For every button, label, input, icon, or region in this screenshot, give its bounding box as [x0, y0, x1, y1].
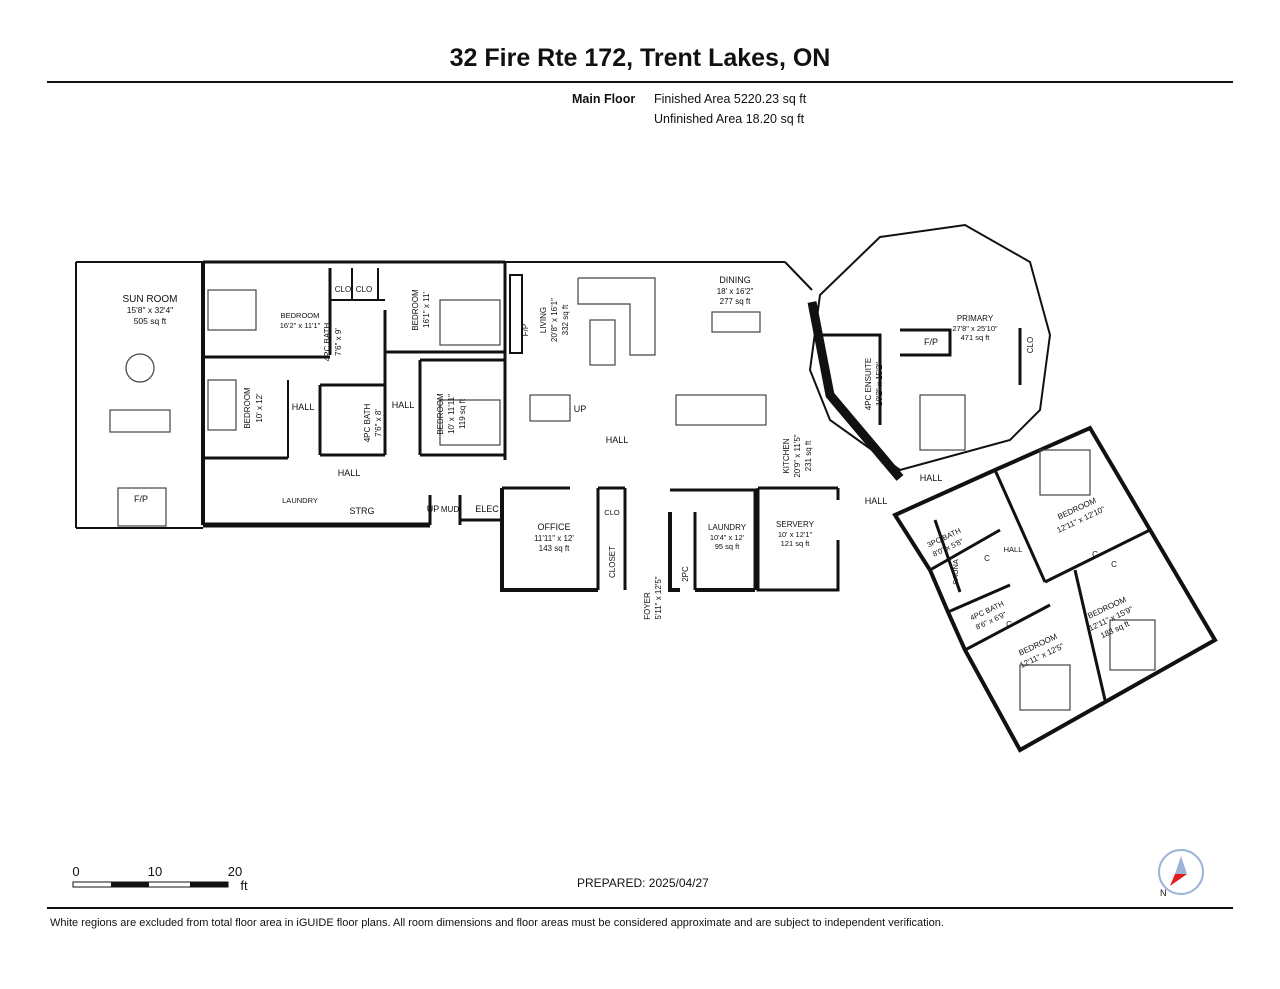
- bedroom-16-dims: 16'1" x 11': [422, 292, 431, 328]
- primary-dims: 27'8" x 25'10": [952, 324, 998, 333]
- bedroom-mid-dims: 10' x 12': [255, 393, 264, 423]
- sauna-label: SAUNA: [951, 559, 960, 585]
- office-dims: 11'11" x 12': [534, 534, 574, 543]
- twopc-label: 2PC: [681, 566, 690, 582]
- hall-e-label: HALL: [865, 496, 888, 506]
- ensuite-dims: 10'2" x 15'2": [875, 362, 884, 406]
- scale-unit: ft: [240, 878, 248, 893]
- sun-room-dims: 15'8" x 32'4": [127, 305, 174, 315]
- scale-label-0: 0: [72, 864, 79, 879]
- dining-dims: 18' x 16'2": [717, 287, 754, 296]
- closet-label: CLOSET: [608, 546, 617, 578]
- prepared-date: PREPARED: 2025/04/27: [577, 876, 709, 890]
- storage-label: STRG: [349, 506, 374, 516]
- primary-fireplace-label: F/P: [924, 337, 938, 347]
- ensuite-label: 4PC ENSUITE: [864, 358, 873, 410]
- foyer-label: FOYER: [643, 592, 652, 620]
- bedroom-10-area: 119 sq ft: [458, 398, 467, 429]
- dining-area: 277 sq ft: [720, 297, 751, 306]
- bath-4pc-b-dims: 7'6" x 8': [374, 409, 383, 437]
- up-b-label: UP: [574, 404, 587, 414]
- primary-area: 471 sq ft: [961, 333, 991, 342]
- living-fireplace-label: F/P: [521, 324, 530, 336]
- bedroom-nw-label: BEDROOM: [281, 311, 320, 320]
- scale-bar: [72, 881, 229, 888]
- hall-g-label: HALL: [1004, 545, 1023, 554]
- living-area: 332 sq ft: [561, 304, 570, 335]
- header-divider: [47, 81, 1233, 83]
- clo-1-label: CLO: [335, 285, 351, 294]
- bath-4pc-b-label: 4PC BATH: [363, 404, 372, 443]
- hall-a-label: HALL: [292, 402, 315, 412]
- foyer-dims: 5'11" x 12'5": [654, 576, 663, 619]
- dining-label: DINING: [719, 275, 751, 285]
- sun-room-label: SUN ROOM: [123, 294, 178, 305]
- compass-icon: N: [1158, 849, 1204, 898]
- laundry-dims: 10'4" x 12': [710, 533, 745, 542]
- servery-dims: 10' x 12'1": [778, 530, 813, 539]
- primary-label: PRIMARY: [957, 314, 994, 323]
- bath-4pc-a-dims: 7'6" x 9': [334, 328, 343, 356]
- floor-label: Main Floor: [572, 92, 636, 106]
- kitchen-area: 231 sq ft: [804, 440, 813, 471]
- laundry-area: 95 sq ft: [715, 542, 741, 551]
- hall-c-label: HALL: [338, 468, 361, 478]
- clo-2-label: CLO: [356, 285, 372, 294]
- laundry-label: LAUNDRY: [708, 523, 747, 532]
- kitchen-label: KITCHEN: [782, 438, 791, 473]
- footer-disclaimer: White regions are excluded from total fl…: [50, 917, 944, 929]
- office-area: 143 sq ft: [539, 544, 570, 553]
- hall-f-label: HALL: [920, 473, 943, 483]
- closet-c2-label: C: [1092, 550, 1098, 559]
- living-dims: 20'8" x 16'1": [550, 298, 559, 342]
- closet-c3-label: C: [1111, 560, 1117, 569]
- closet-c1-label: C: [984, 554, 990, 563]
- closet-c4-label: C: [1006, 620, 1012, 629]
- servery-area: 121 sq ft: [781, 539, 811, 548]
- clo-3-label: CLO: [604, 508, 620, 517]
- bedroom-mid-label: BEDROOM: [243, 387, 252, 429]
- servery-label: SERVERY: [776, 520, 815, 529]
- laundry-small-label: LAUNDRY: [282, 496, 318, 505]
- page-title: 32 Fire Rte 172, Trent Lakes, ON: [449, 44, 831, 72]
- kitchen-dims: 20'9" x 11'5": [793, 434, 802, 477]
- sun-room-area: 505 sq ft: [134, 316, 167, 326]
- living-label: LIVING: [539, 307, 548, 333]
- hall-main-label: HALL: [606, 435, 629, 445]
- office-label: OFFICE: [538, 522, 571, 532]
- bedroom-10-dims: 10' x 11'11": [447, 394, 456, 434]
- up-a-label: UP: [427, 504, 440, 514]
- bedroom-nw-dims: 16'2" x 11'1": [280, 321, 321, 330]
- finished-area: Finished Area 5220.23 sq ft: [654, 92, 807, 106]
- svg-text:N: N: [1160, 888, 1167, 898]
- elec-label: ELEC: [475, 504, 499, 514]
- bedroom-16-label: BEDROOM: [411, 289, 420, 331]
- scale-label-10: 10: [148, 864, 162, 879]
- mud-label: MUD: [441, 505, 459, 514]
- bath-4pc-a-label: 4PC BATH: [323, 323, 332, 362]
- sun-room-fireplace-label: F/P: [134, 494, 148, 504]
- scale-label-20: 20: [228, 864, 242, 879]
- unfinished-area: Unfinished Area 18.20 sq ft: [654, 112, 805, 126]
- hall-b-label: HALL: [392, 400, 415, 410]
- primary-closet-label: CLO: [1026, 337, 1035, 353]
- bedroom-10-label: BEDROOM: [436, 393, 445, 435]
